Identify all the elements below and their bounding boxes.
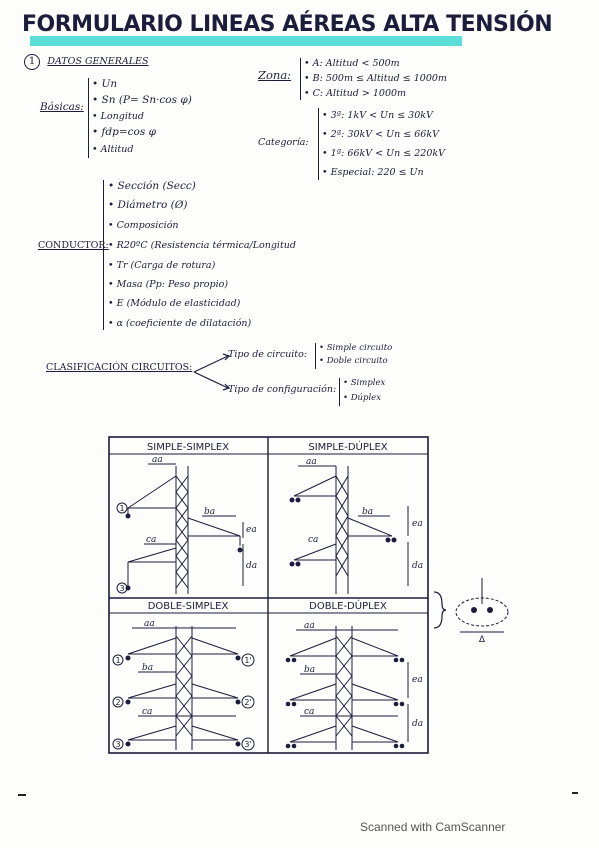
phase-number: 3: [115, 740, 120, 749]
basicas-item: • Longitud: [92, 111, 144, 122]
page-title: FORMULARIO LINEAS AÉREAS ALTA TENSIÓN: [22, 12, 553, 37]
dim-label: da: [412, 561, 423, 571]
dim-label: da: [412, 719, 423, 729]
tower-simple-duplex: [293, 465, 409, 594]
conductor-item: • Composición: [108, 220, 179, 231]
basicas-brace: [88, 78, 89, 158]
conductor-item: • Masa (Pp: Peso propio): [108, 279, 229, 290]
tower-simple-simplex: [126, 463, 244, 594]
phase-number: 1': [244, 656, 251, 665]
dim-label: aa: [306, 457, 317, 467]
zona-item: • B: 500m ≤ Altitud ≤ 1000m: [304, 73, 447, 84]
section-title: DATOS GENERALES: [47, 56, 149, 67]
dim-label: ea: [246, 525, 257, 535]
tipo-circuito-opt: • Doble circuito: [319, 356, 388, 366]
panel-title: DOBLE-SIMPLEX: [148, 601, 229, 612]
title-highlight: [30, 36, 462, 46]
categoria-item: • Especial: 220 ≤ Un: [322, 167, 424, 178]
delta-label: Δ: [479, 635, 486, 644]
zona-brace: [300, 58, 301, 100]
conductor-item: • R20ºC (Resistencia térmica/Longitud: [108, 240, 296, 251]
dim-label: da: [246, 561, 257, 571]
basicas-item: • Altitud: [92, 144, 134, 155]
tipo-config-brace: [339, 378, 340, 406]
conductor-label: CONDUCTOR:: [38, 240, 109, 251]
basicas-label: Básicas:: [40, 101, 84, 113]
margin-mark: [572, 792, 578, 794]
panel-title: SIMPLE-DÚPLEX: [308, 440, 387, 453]
dim-label: ea: [412, 519, 423, 529]
zona-label: Zona:: [258, 68, 292, 82]
dim-label: ba: [304, 665, 315, 675]
clasificacion-label: CLASIFICACIÓN CIRCUITOS:: [46, 362, 193, 373]
panel-title: SIMPLE-SIMPLEX: [147, 442, 229, 453]
conductor-item: • Diámetro (Ø): [108, 199, 188, 211]
conductor-item: • α (coeficiente de dilatación): [108, 318, 252, 329]
categoria-item: • 3ª: 1kV < Un ≤ 30kV: [322, 110, 433, 121]
dim-label: ba: [362, 507, 373, 517]
section-heading: 1 DATOS GENERALES: [24, 54, 149, 70]
dim-label: aa: [144, 619, 155, 629]
scanner-watermark: Scanned with CamScanner: [360, 820, 506, 834]
dim-label: ca: [308, 535, 318, 545]
margin-mark: [18, 794, 26, 796]
dim-label: aa: [152, 455, 163, 465]
categoria-label: Categoría:: [258, 137, 309, 148]
zona-item: • C: Altitud > 1000m: [304, 88, 407, 99]
phase-number: 3: [119, 584, 124, 593]
tower-doble-simplex: [127, 626, 239, 750]
dim-label: ca: [146, 535, 156, 545]
tipo-config-opt: • Simplex: [343, 378, 386, 388]
phase-number: 2: [115, 698, 120, 707]
phase-number: 1: [115, 656, 120, 665]
conductor-item: • Tr (Carga de rotura): [108, 260, 216, 271]
conductor-item: • E (Módulo de elasticidad): [108, 298, 241, 309]
tipo-circuito-brace: [315, 343, 316, 369]
basicas-item: • fdp=cos φ: [92, 126, 156, 138]
bundle-detail: Δ: [433, 578, 509, 644]
categoria-item: • 1ª: 66kV < Un ≤ 220kV: [322, 148, 445, 159]
tipo-config-label: Tipo de configuración:: [228, 384, 337, 395]
dim-label: aa: [304, 621, 315, 631]
categoria-item: • 2ª: 30kV < Un ≤ 66kV: [322, 129, 439, 140]
basicas-item: • Sn (P= Sn·cos φ): [92, 94, 192, 106]
tipo-config-opt: • Dúplex: [343, 393, 381, 403]
conductor-item: • Sección (Secc): [108, 180, 196, 192]
tipo-circuito-opt: • Simple circuito: [319, 343, 393, 353]
dim-label: ca: [304, 707, 314, 717]
conductor-brace: [103, 180, 104, 330]
phase-number: 1: [119, 504, 124, 513]
dim-label: ea: [412, 675, 423, 685]
tipo-circuito-label: Tipo de circuito:: [228, 349, 308, 360]
phase-number: 2': [244, 698, 251, 707]
dim-label: ba: [204, 507, 215, 517]
clasificacion-arrows: [193, 353, 231, 391]
tower-doble-duplex: [289, 626, 409, 750]
phase-number: 3': [244, 740, 251, 749]
section-number: 1: [24, 54, 40, 70]
tower-diagrams: SIMPLE-SIMPLEX SIMPLE-DÚPLEX DOBLE-SIMPL…: [108, 436, 429, 754]
basicas-item: • Un: [92, 78, 118, 90]
categoria-brace: [318, 108, 319, 180]
dim-label: ba: [142, 663, 153, 673]
panel-title: DOBLE-DÚPLEX: [309, 599, 387, 612]
zona-item: • A: Altitud < 500m: [304, 58, 400, 69]
dim-label: ca: [142, 707, 152, 717]
